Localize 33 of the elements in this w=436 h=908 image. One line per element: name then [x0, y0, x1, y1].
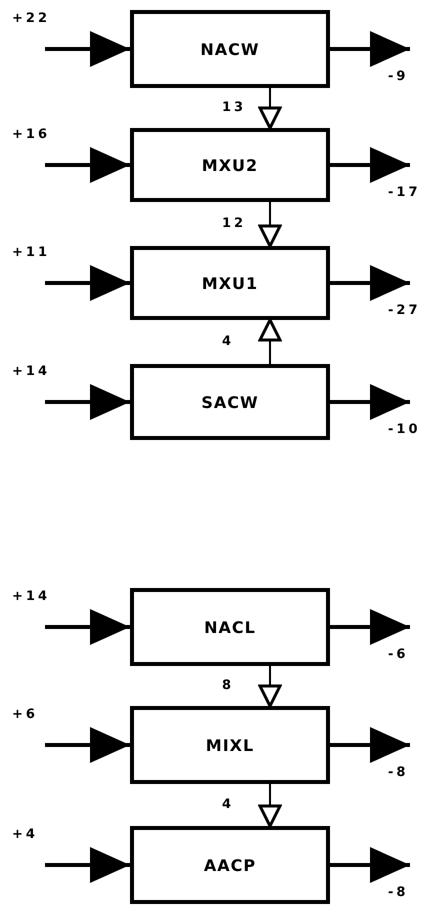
box-label: NACL — [204, 618, 256, 636]
arrow — [45, 147, 130, 183]
arrow — [330, 847, 410, 883]
process-box — [130, 128, 330, 202]
arrow — [330, 147, 410, 183]
arrow — [330, 265, 410, 301]
box-label: AACP — [204, 856, 256, 874]
arrow — [330, 31, 410, 67]
arrow — [45, 265, 130, 301]
box-label: NACW — [200, 40, 260, 58]
arrow — [330, 609, 410, 645]
process-box — [130, 364, 330, 440]
arrow — [330, 384, 410, 420]
box-label: MXU2 — [202, 156, 258, 174]
box-label: MIXL — [206, 736, 254, 754]
box-label: MXU1 — [202, 274, 258, 292]
arrow — [258, 318, 282, 364]
arrow — [45, 384, 130, 420]
process-box — [130, 706, 330, 784]
arrow — [258, 784, 282, 828]
box-label: SACW — [201, 392, 259, 412]
arrow — [45, 609, 130, 645]
process-box — [130, 826, 330, 904]
process-box — [130, 10, 330, 88]
arrow — [45, 31, 130, 67]
arrow — [330, 727, 410, 763]
process-box — [130, 588, 330, 666]
arrow — [258, 88, 282, 130]
process-box — [130, 246, 330, 320]
arrow — [258, 666, 282, 708]
arrow — [45, 727, 130, 763]
arrow — [258, 202, 282, 248]
arrow — [45, 847, 130, 883]
